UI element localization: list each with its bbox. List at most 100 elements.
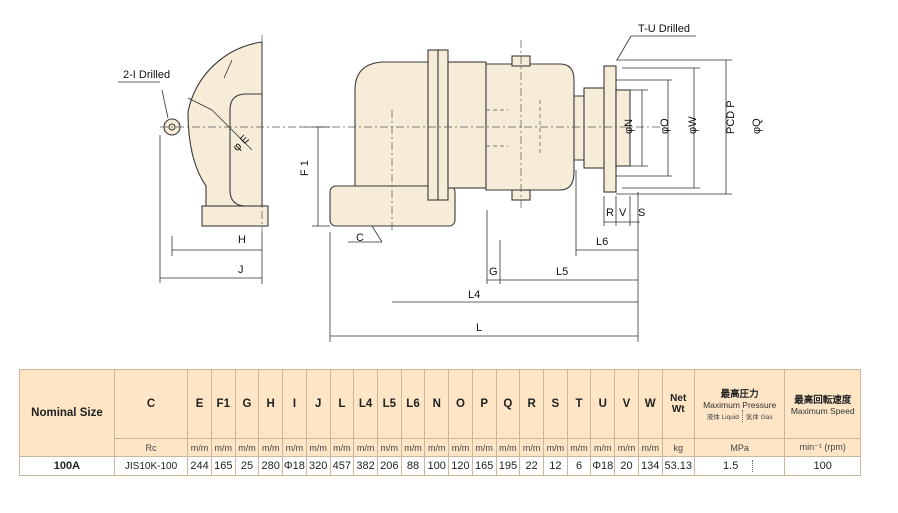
value-cell: 134 bbox=[637, 456, 663, 476]
liquid-label: 液体 Liquid bbox=[706, 414, 739, 421]
gas-label: 気体 Gas bbox=[745, 414, 773, 421]
front-view bbox=[300, 35, 732, 342]
max-pressure-header: 最高圧力 Maximum Pressure 液体 Liquid 気体 Gas bbox=[693, 369, 786, 439]
unit-mm: m/m bbox=[400, 438, 426, 457]
value-cell: 12 bbox=[542, 456, 568, 476]
value-cell: 25 bbox=[234, 456, 260, 476]
col-header: C bbox=[113, 369, 189, 439]
col-header: H bbox=[258, 369, 284, 439]
value-cell: 20 bbox=[614, 456, 639, 476]
unit-mm: m/m bbox=[590, 438, 616, 457]
speed-cell: 100 bbox=[784, 456, 861, 476]
value-cell: 320 bbox=[305, 456, 331, 476]
label-phi-q: φQ bbox=[751, 118, 763, 134]
col-header: L6 bbox=[400, 369, 426, 439]
unit-mpa: MPa bbox=[693, 438, 786, 457]
unit-mm: m/m bbox=[614, 438, 639, 457]
unit-mm: m/m bbox=[448, 438, 473, 457]
unit-rpm: min⁻¹ (rpm) bbox=[784, 438, 861, 457]
unit-mm: m/m bbox=[282, 438, 307, 457]
value-cell: JIS10K-100 bbox=[113, 456, 189, 476]
unit-mm: m/m bbox=[234, 438, 260, 457]
label-phi-w: φW bbox=[687, 116, 699, 134]
nominal-size-header: Nominal Size bbox=[19, 369, 115, 457]
value-cell: 382 bbox=[353, 456, 378, 476]
value-cell: 88 bbox=[400, 456, 426, 476]
unit-mm: m/m bbox=[210, 438, 236, 457]
col-header: F1 bbox=[210, 369, 236, 439]
value-cell: 280 bbox=[258, 456, 284, 476]
unit-mm: m/m bbox=[424, 438, 450, 457]
unit-kg: kg bbox=[661, 438, 695, 457]
label-h: H bbox=[238, 234, 246, 246]
pressure-jp: 最高圧力 bbox=[720, 389, 759, 400]
col-header: W bbox=[637, 369, 663, 439]
col-header: Q bbox=[495, 369, 521, 439]
label-l: L bbox=[476, 322, 482, 334]
value-cell: 6 bbox=[566, 456, 592, 476]
unit-mm: m/m bbox=[305, 438, 331, 457]
value-cell: 165 bbox=[471, 456, 497, 476]
label-j: J bbox=[238, 264, 244, 276]
value-cell: 22 bbox=[519, 456, 544, 476]
label-l5: L5 bbox=[556, 266, 568, 278]
value-cell: 195 bbox=[495, 456, 521, 476]
value-cell: 100 bbox=[424, 456, 450, 476]
col-header: N bbox=[424, 369, 450, 439]
pressure-liquid-value: 1.5 bbox=[723, 460, 739, 472]
unit-mm: m/m bbox=[187, 438, 212, 457]
unit-mm: m/m bbox=[566, 438, 592, 457]
unit-mm: m/m bbox=[637, 438, 663, 457]
label-l6: L6 bbox=[596, 236, 608, 248]
label-pcd-p: PCD P bbox=[725, 100, 737, 134]
label-s: S bbox=[638, 207, 645, 219]
value-cell: 457 bbox=[329, 456, 355, 476]
col-header: S bbox=[542, 369, 568, 439]
label-r: R bbox=[606, 207, 614, 219]
label-l4: L4 bbox=[468, 289, 480, 301]
unit-mm: m/m bbox=[376, 438, 402, 457]
value-cell: 206 bbox=[376, 456, 402, 476]
value-cell: Φ18 bbox=[590, 456, 616, 476]
size-cell: 100A bbox=[19, 456, 115, 476]
label-c: C bbox=[356, 232, 364, 244]
unit-mm: m/m bbox=[353, 438, 378, 457]
col-header: U bbox=[590, 369, 616, 439]
label-v: V bbox=[619, 207, 627, 219]
col-header: I bbox=[282, 369, 307, 439]
value-cell: 120 bbox=[448, 456, 473, 476]
col-header: L bbox=[329, 369, 355, 439]
col-header: P bbox=[471, 369, 497, 439]
unit-mm: m/m bbox=[258, 438, 284, 457]
unit-mm: m/m bbox=[542, 438, 568, 457]
max-speed-header: 最高回転速度 Maximum Speed bbox=[784, 369, 861, 439]
value-cell: 165 bbox=[210, 456, 236, 476]
table-row: 100A JIS10K-100 244 165 25 280 Φ18 320 4… bbox=[19, 456, 861, 476]
side-view bbox=[118, 35, 325, 284]
speed-en: Maximum Speed bbox=[790, 406, 855, 416]
unit-mm: m/m bbox=[495, 438, 521, 457]
speed-jp: 最高回転速度 bbox=[794, 395, 852, 406]
unit-c: Rc bbox=[113, 438, 189, 457]
pressure-cell: 1.5 bbox=[693, 456, 786, 476]
col-header: T bbox=[566, 369, 592, 439]
unit-mm: m/m bbox=[519, 438, 544, 457]
unit-mm: m/m bbox=[471, 438, 497, 457]
label-phi-o: φO bbox=[659, 118, 671, 134]
col-header: V bbox=[614, 369, 639, 439]
header-row: Nominal Size C E F1 G H I J L L4 L5 L6 N… bbox=[19, 369, 861, 457]
col-header: R bbox=[519, 369, 544, 439]
label-2i-drilled: 2-I Drilled bbox=[123, 69, 170, 81]
spec-table: Nominal Size C E F1 G H I J L L4 L5 L6 N… bbox=[19, 369, 861, 476]
net-wt-cell: 53.13 bbox=[661, 456, 695, 476]
value-cell: 244 bbox=[187, 456, 212, 476]
pressure-en: Maximum Pressure bbox=[703, 400, 777, 410]
col-header: L5 bbox=[376, 369, 402, 439]
label-phi-n: φN bbox=[623, 119, 635, 134]
col-header: J bbox=[305, 369, 331, 439]
label-g: G bbox=[489, 266, 498, 278]
col-header: O bbox=[448, 369, 473, 439]
value-cell: Φ18 bbox=[282, 456, 307, 476]
net-wt-header: Net Wt bbox=[661, 369, 695, 439]
col-header: L4 bbox=[353, 369, 378, 439]
